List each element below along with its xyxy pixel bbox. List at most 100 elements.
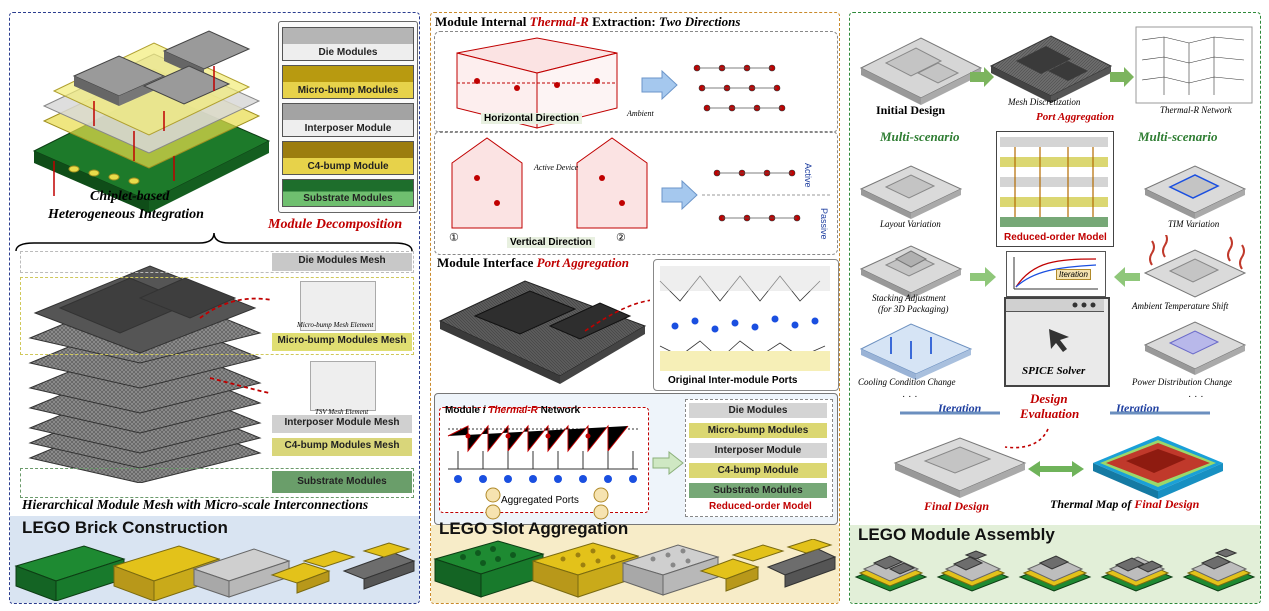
- thermal-map-illustration: [1093, 436, 1223, 499]
- solver-window-dots: [1072, 302, 1096, 308]
- stack-interposer: Interposer Module: [689, 443, 827, 458]
- scenario-arrows: [970, 267, 1140, 287]
- mesh-row-substrate: [20, 468, 414, 498]
- vertical-box: [434, 131, 838, 255]
- mesh-microbump-label: Micro-bump Modules Mesh: [272, 333, 412, 351]
- passive-tag: Passive: [819, 208, 829, 240]
- lego-assembly-row: [854, 548, 1256, 592]
- mesh-c4bump-label: C4-bump Modules Mesh: [272, 438, 412, 456]
- vertical-illustration: [451, 137, 832, 229]
- title-prefix: Module Internal: [435, 14, 530, 29]
- dots-left: · · ·: [902, 391, 918, 402]
- dots-right: · · ·: [1188, 391, 1204, 402]
- cursor-icon: [1049, 329, 1069, 352]
- layout-variation-illustration: [859, 165, 963, 219]
- final-design-label: Final Design: [924, 499, 990, 513]
- port-title-prefix: Module Interface: [437, 255, 537, 270]
- network-suffix: Network: [537, 405, 581, 416]
- module-decomposition-label: Module Decomposition: [268, 217, 403, 232]
- ports-illustration: [659, 266, 830, 371]
- chiplet-title-line1: Chiplet-based: [90, 189, 170, 204]
- horizontal-illustration: [456, 37, 786, 129]
- active-tag: Active: [803, 163, 813, 188]
- reduce-arrow: [652, 451, 684, 475]
- initial-design-illustration: [859, 37, 983, 105]
- tim-variation-illustration: [1143, 165, 1247, 219]
- mesh-row-microbump: [20, 277, 414, 355]
- thermal-network-illustration: [1135, 26, 1253, 104]
- lego-slot-title: LEGO Slot Aggregation: [439, 519, 629, 538]
- final-design-illustration: [893, 437, 1027, 498]
- iteration-arrows: [900, 411, 1210, 449]
- network-title: Module i Thermal-R Network: [445, 405, 580, 416]
- stack-c4bump: C4-bump Module: [689, 463, 827, 478]
- network-i: i: [482, 405, 486, 416]
- brace: [15, 232, 413, 252]
- ambient-label: Ambient: [627, 109, 654, 118]
- ambient-shift-label: Ambient Temperature Shift: [1132, 301, 1229, 311]
- network-accent: Thermal-R: [485, 405, 538, 416]
- iteration-tag: Iteration: [1056, 269, 1091, 280]
- panel-slot-aggregation: Module Internal Thermal-R Extraction: Tw…: [430, 12, 840, 604]
- horizontal-box: [434, 31, 838, 133]
- circled-2: ②: [616, 232, 626, 244]
- swap-arrow: [1028, 461, 1084, 477]
- stacking-label-line2: (for 3D Packaging): [878, 304, 949, 314]
- mesh-die-label: Die Modules Mesh: [272, 253, 412, 271]
- module-c4bump: C4-bump Module: [282, 141, 414, 175]
- tsv-element-box: [310, 361, 376, 411]
- microbump-element-label: Micro-bump Mesh Element: [297, 321, 374, 329]
- reduced-model-box: [996, 131, 1114, 247]
- network-box: [439, 407, 649, 513]
- aggregated-ports-label: Aggregated Ports: [501, 495, 579, 506]
- cooling-label: Cooling Condition Change: [858, 377, 956, 387]
- mesh-row-die: [20, 251, 414, 273]
- lego-brick-title: LEGO Brick Construction: [22, 518, 228, 537]
- module-microbump: Micro-bump Modules: [282, 65, 414, 99]
- mesh-discretization-illustration: [989, 35, 1113, 103]
- mesh-stack-illustration: [28, 265, 270, 483]
- network-illustration: [447, 424, 638, 483]
- multi-scenario-left: Multi-scenario: [880, 129, 960, 144]
- horizontal-direction-label: Horizontal Direction: [481, 113, 583, 124]
- lego-slots-row: [433, 539, 837, 598]
- spice-solver-label: SPICE Solver: [1022, 365, 1086, 377]
- thermal-network-label: Thermal-R Network: [1160, 105, 1232, 115]
- thermal-map-label: Thermal Map of Final Design: [1050, 497, 1199, 512]
- port-aggregation-title: Module Interface Port Aggregation: [437, 255, 629, 271]
- port-bubbles-right: [593, 487, 609, 520]
- layout-variation-label: Layout Variation: [880, 219, 941, 229]
- title-accent: Thermal-R: [529, 14, 589, 29]
- chiplet-title-line2: Heterogeneous Integration: [48, 207, 204, 222]
- initial-design-label: Initial Design: [876, 103, 946, 117]
- lego-assembly-title: LEGO Module Assembly: [858, 525, 1055, 544]
- original-ports-label: Original Inter-module Ports: [668, 375, 798, 386]
- mesh-substrate-label: Substrate Modules: [272, 471, 412, 493]
- power-distribution-label: Power Distribution Change: [1132, 377, 1233, 387]
- microbump-element-box: [300, 281, 376, 331]
- vertical-direction-label: Vertical Direction: [507, 237, 595, 248]
- reduced-model-label: Reduced-order Model: [709, 501, 812, 512]
- mesh-board-illustration: [438, 280, 650, 384]
- module-substrate: Substrate Modules: [282, 179, 414, 207]
- reduced-model-label-3: Reduced-order Model: [1004, 232, 1107, 243]
- port-aggregation-label: Port Aggregation: [1036, 111, 1115, 123]
- cooling-illustration: [859, 323, 973, 380]
- multi-scenario-right: Multi-scenario: [1138, 129, 1218, 144]
- module-die: Die Modules: [282, 27, 414, 61]
- chiplet-stack-illustration: [32, 30, 271, 213]
- solver-window-bar: [1006, 299, 1104, 312]
- design-eval-line2: Evaluation: [1020, 406, 1080, 421]
- reduced-model-illustration: [1000, 137, 1108, 227]
- port-title-accent: Port Aggregation: [536, 255, 629, 270]
- lego-bricks-row: [14, 542, 416, 601]
- active-device-label: Active Device: [534, 163, 579, 172]
- network-prefix: Module: [445, 405, 483, 416]
- module-interposer: Interposer Module: [282, 103, 414, 137]
- title-suffix: Two Directions: [658, 14, 741, 29]
- stacking-illustration: [859, 245, 963, 299]
- tsv-element-label: TSV Mesh Element: [315, 408, 369, 416]
- internal-extraction-title: Module Internal Thermal-R Extraction: Tw…: [435, 14, 740, 30]
- panel-brick-construction: Die Modules Micro-bump Modules Interpose…: [9, 12, 420, 604]
- mesh-interposer-label: Interposer Module Mesh: [272, 415, 412, 433]
